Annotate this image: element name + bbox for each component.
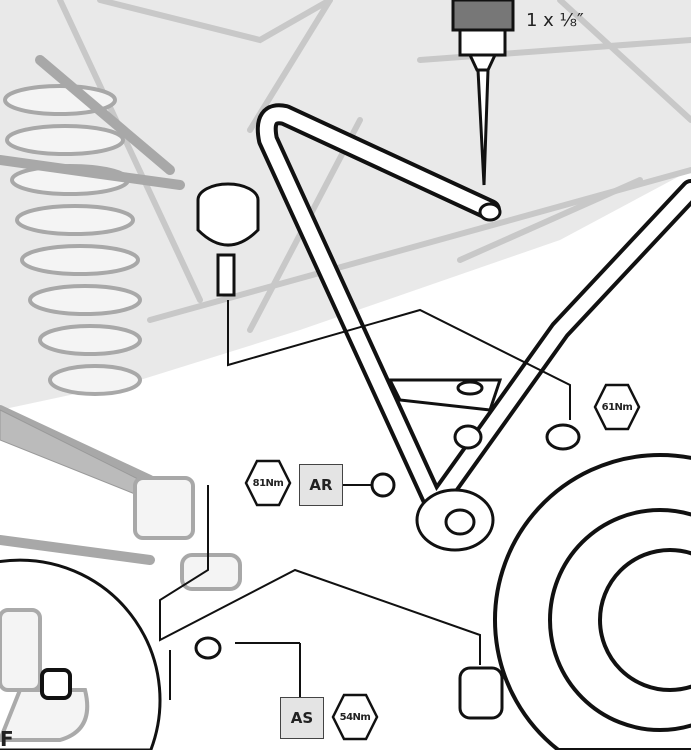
- torque-value: 61Nm: [601, 401, 633, 413]
- lower-bush: [458, 666, 504, 720]
- upper-wishbone: [0, 55, 185, 190]
- inset-label: F: [0, 727, 14, 751]
- coil-spring: [3, 84, 142, 396]
- part-label-ar: AR: [299, 464, 343, 506]
- drop-link-eye: [415, 488, 495, 552]
- hex-torque-icon: [593, 383, 641, 431]
- torque-badge-as: 54Nm: [330, 692, 380, 742]
- wheel-hub: [493, 453, 691, 750]
- leader-lines: [54, 300, 571, 700]
- chassis-frame-tubes: [57, 0, 691, 333]
- part-label-as: AS: [280, 697, 324, 739]
- inset-bush: [40, 668, 72, 700]
- bar-end: [478, 202, 502, 222]
- ball-joint: [196, 182, 260, 297]
- torque-badge-ar: 81Nm: [243, 458, 293, 508]
- drill-bit-icon: [451, 0, 515, 186]
- torque-badge-61: 61Nm: [592, 382, 642, 432]
- inset-ghost-parts: [0, 608, 90, 742]
- drill-size-label: 1 x ⅛″: [526, 10, 584, 31]
- bracket: [387, 378, 503, 412]
- hex-torque-icon: [244, 459, 292, 507]
- chassis-background: [0, 0, 691, 410]
- nut: [194, 423, 581, 660]
- torque-value: 54Nm: [339, 711, 371, 723]
- hex-torque-icon: [331, 693, 379, 741]
- damper-body: [0, 409, 152, 501]
- bush-ghost: [180, 553, 242, 591]
- lower-arm: [0, 405, 155, 565]
- torque-value: 81Nm: [252, 477, 284, 489]
- upright-block: [133, 476, 195, 540]
